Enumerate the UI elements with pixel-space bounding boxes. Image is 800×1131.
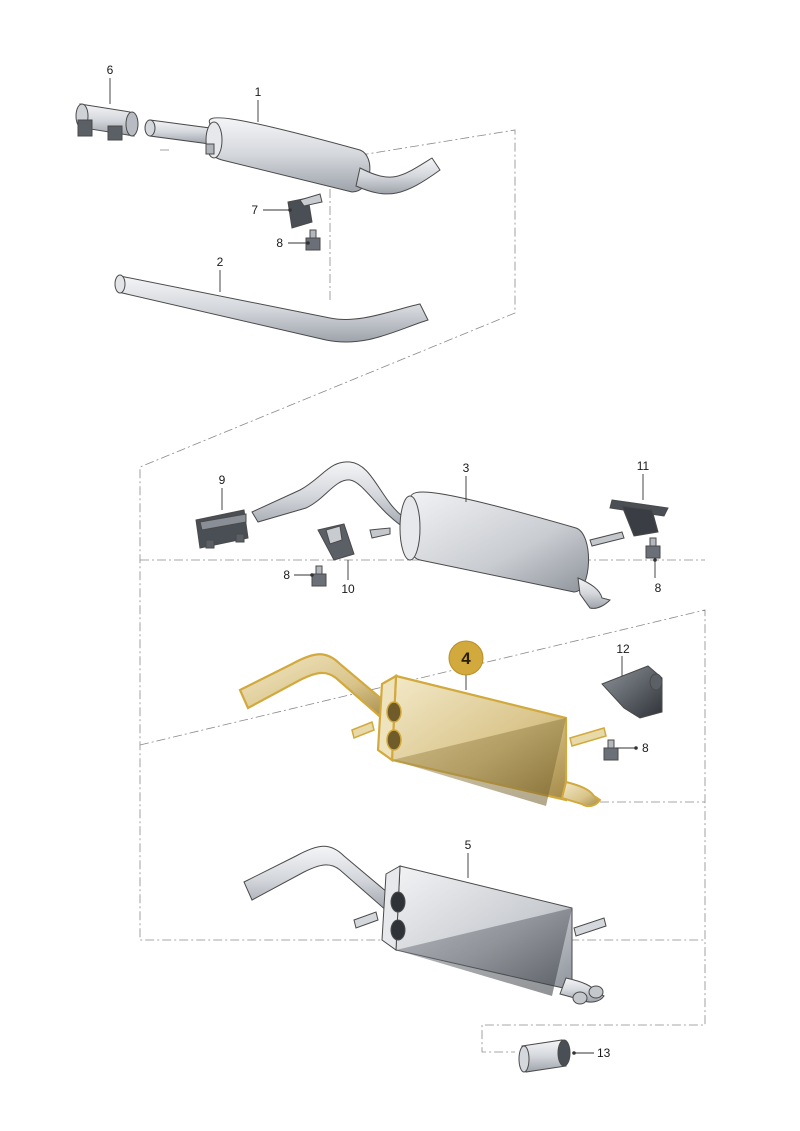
callout-4-badge xyxy=(448,640,484,676)
part-3-middle-muffler xyxy=(251,461,625,609)
callout-8-a: 8 xyxy=(276,236,283,250)
callout-4: 4 xyxy=(461,649,471,668)
part-7-mount xyxy=(287,193,323,229)
part-10-bracket xyxy=(317,523,355,561)
callout-1: 1 xyxy=(255,85,262,99)
part-6-clamp xyxy=(75,103,139,141)
part-5-rear-muffler xyxy=(243,845,607,1005)
part-13-tailpipe-trim xyxy=(518,1039,571,1073)
callout-9: 9 xyxy=(219,473,226,487)
callout-3: 3 xyxy=(463,461,470,475)
callout-2: 2 xyxy=(217,255,224,269)
part-8-bolt-b xyxy=(645,537,661,559)
callout-5: 5 xyxy=(465,838,472,852)
callout-13: 13 xyxy=(597,1046,611,1060)
part-9-clamp xyxy=(195,509,249,549)
callout-11: 11 xyxy=(637,459,650,473)
part-2-connecting-pipe xyxy=(114,274,429,343)
callout-8-c: 8 xyxy=(283,568,290,582)
callout-8-b: 8 xyxy=(655,581,662,595)
callout-6: 6 xyxy=(107,63,114,77)
callout-10: 10 xyxy=(341,582,355,596)
part-1-front-pipe xyxy=(144,117,441,195)
callout-12: 12 xyxy=(616,642,630,656)
part-4-rear-muffler-highlighted xyxy=(238,653,607,808)
callout-8-d: 8 xyxy=(642,741,649,755)
callouts: 6 1 7 8 2 9 3 11 8 10 8 xyxy=(107,63,662,1060)
part-8-bolt-c xyxy=(311,565,327,587)
callout-7: 7 xyxy=(251,203,258,217)
part-8-bolt-d xyxy=(603,739,619,761)
part-11-hanger xyxy=(609,499,669,537)
part-12-hanger xyxy=(601,665,663,719)
part-8-bolt-a xyxy=(305,229,321,251)
